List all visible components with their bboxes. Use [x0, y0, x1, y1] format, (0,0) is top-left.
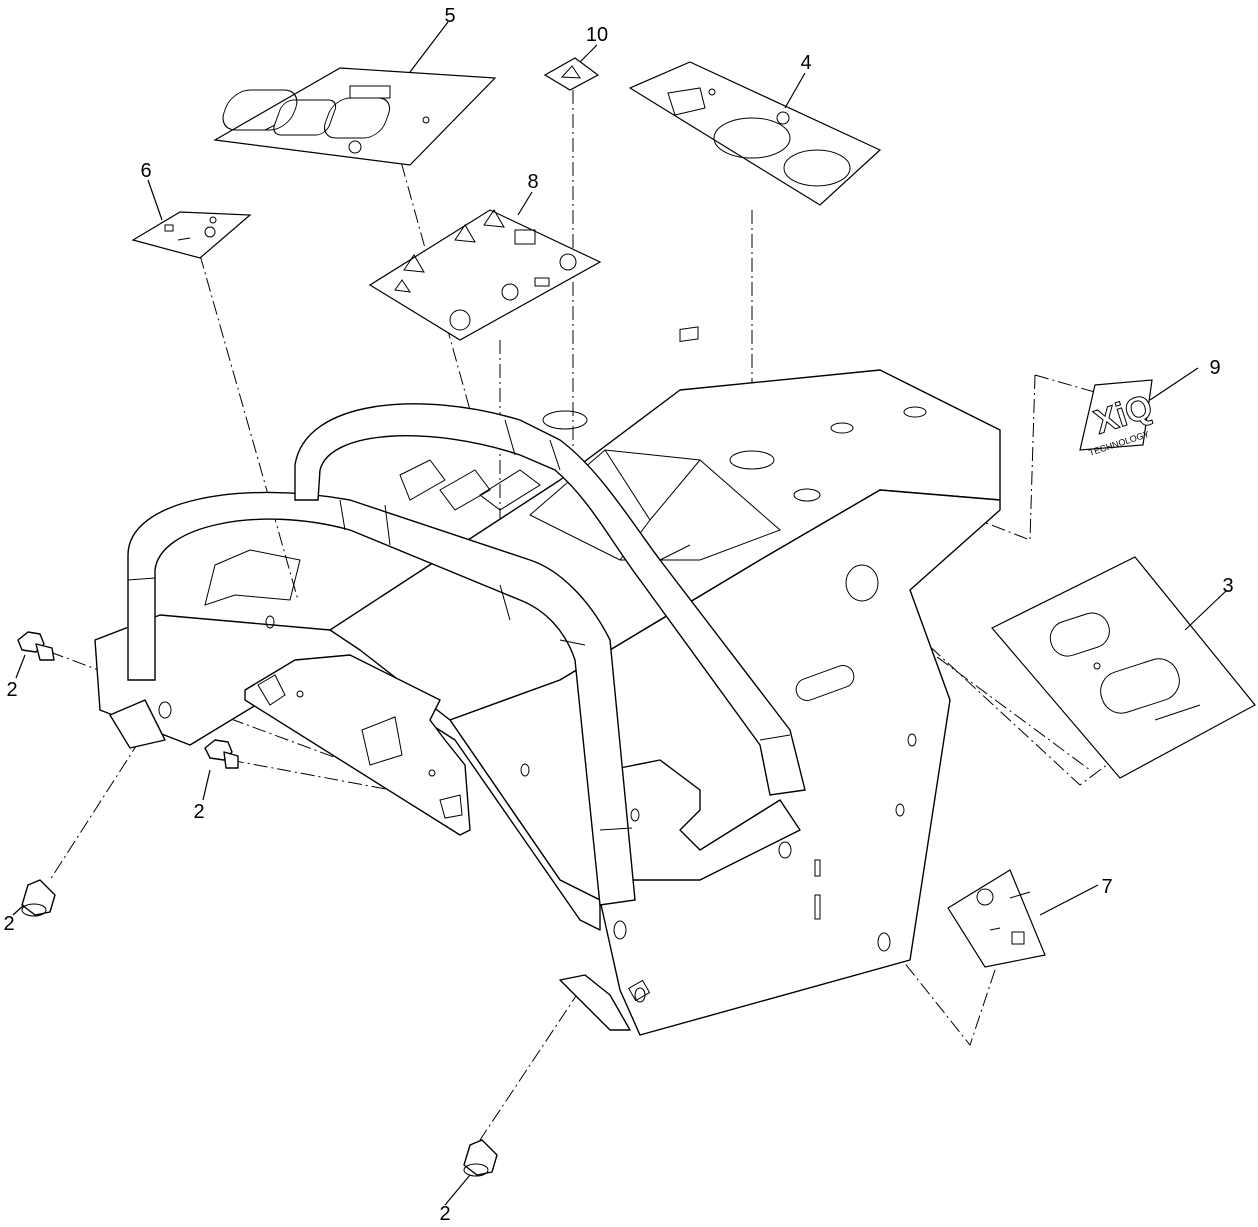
callout-4: 4 — [800, 52, 811, 74]
handle-bar-right — [294, 403, 806, 796]
callout-8: 8 — [527, 171, 538, 193]
callout-6: 6 — [140, 160, 151, 182]
flange-nut-left — [21, 879, 56, 917]
callout-7: 7 — [1101, 876, 1112, 898]
decal-safety-8 — [368, 209, 602, 341]
decal-direction-7 — [947, 869, 1046, 968]
hex-bolt-center — [204, 739, 239, 769]
hex-bolt-left — [17, 631, 55, 661]
decal-logo-9: XiQ TECHNOLOGY — [1079, 379, 1158, 458]
decal-console-5 — [213, 67, 497, 166]
callout-labels: 5 10 4 6 8 9 3 2 2 2 2 7 — [3, 5, 1233, 1225]
callout-2-bolt-center: 2 — [193, 801, 204, 823]
callout-2-bolt-left: 2 — [6, 679, 17, 701]
callout-5: 5 — [444, 5, 455, 27]
callout-2-nut-left: 2 — [3, 913, 14, 935]
callout-9: 9 — [1209, 357, 1220, 379]
callout-leaders — [12, 21, 1228, 1206]
control-panel-frame — [94, 326, 1001, 1036]
callout-2-nut-bottom: 2 — [439, 1203, 450, 1225]
callout-3: 3 — [1222, 575, 1233, 597]
decal-warning-10 — [543, 57, 600, 91]
flange-nut-bottom — [463, 1139, 498, 1177]
handle-bar-left — [127, 491, 636, 906]
decal-controls-6 — [131, 211, 252, 259]
decal-panel-3 — [991, 556, 1256, 779]
mount-plate — [244, 654, 471, 836]
decal-ignition-4 — [628, 61, 882, 206]
callout-10: 10 — [586, 24, 608, 46]
